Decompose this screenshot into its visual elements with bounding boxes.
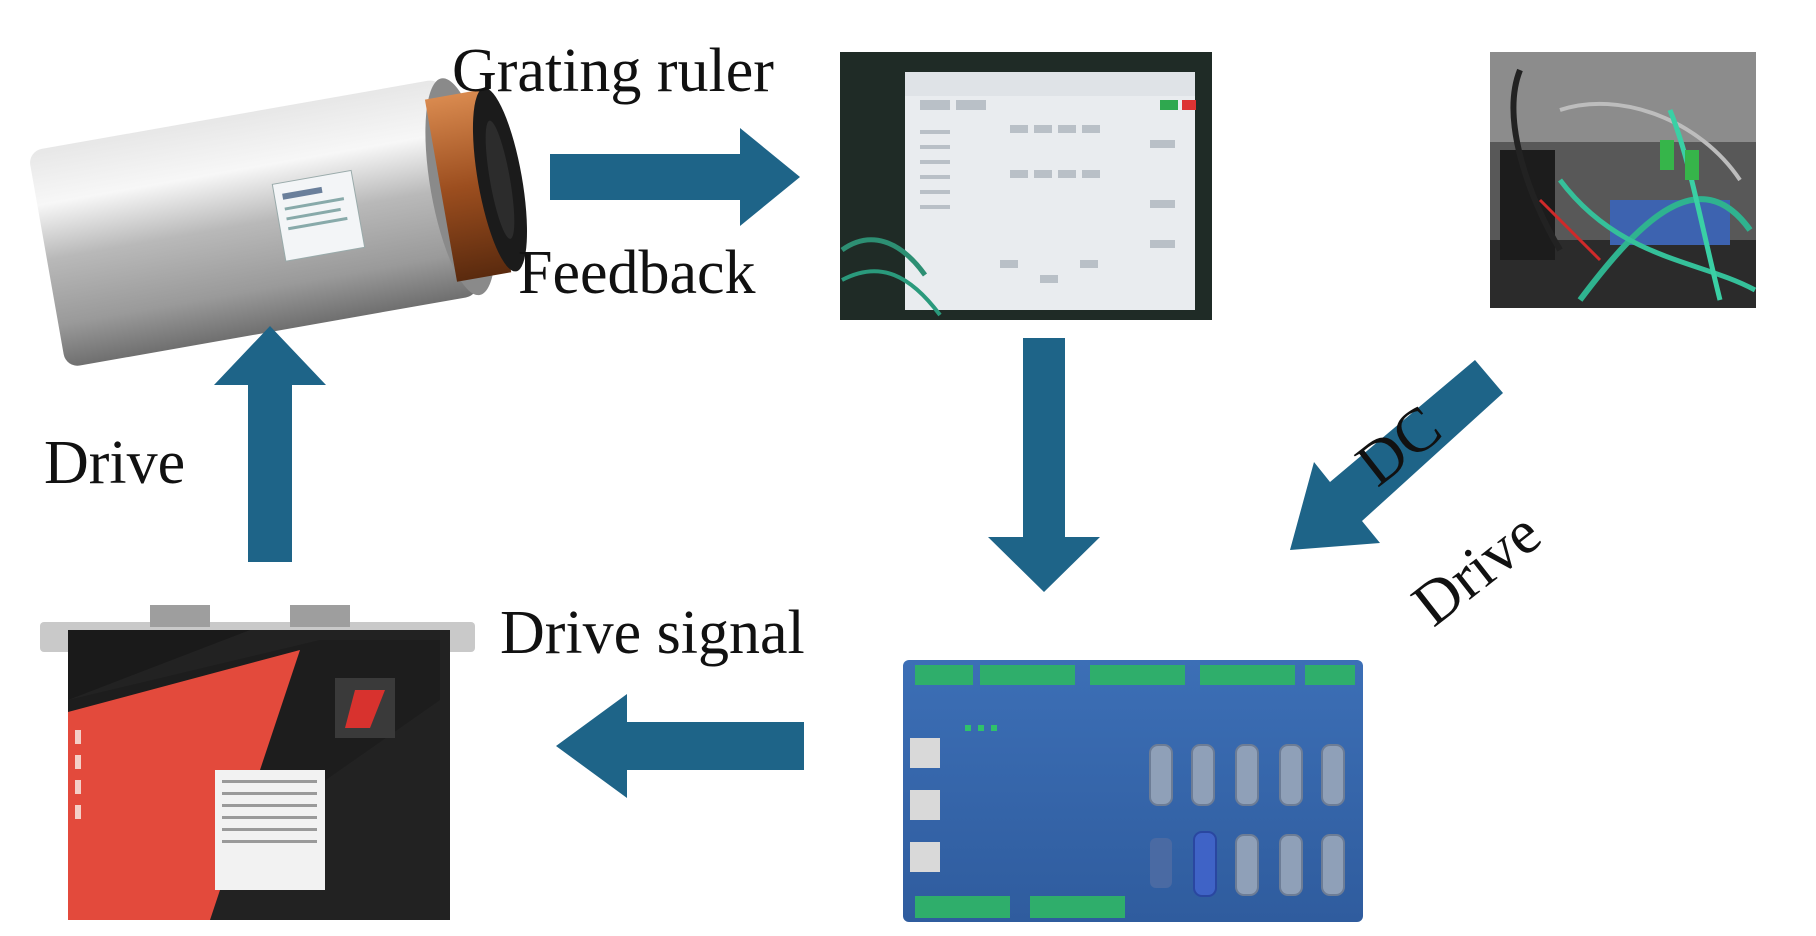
servo-driver-photo (40, 605, 475, 920)
power-wiring-photo (1490, 52, 1757, 308)
feedback-arrow (550, 128, 800, 226)
drive-signal-label: Drive signal (500, 599, 805, 667)
feedback-label: Feedback (518, 239, 756, 307)
motion-controller-photo (903, 660, 1363, 922)
control-monitor-photo (840, 52, 1212, 320)
dc-drive-arrow (1290, 360, 1503, 550)
drive-left-label: Drive (44, 429, 186, 497)
monitor-to-controller-arrow (988, 338, 1100, 592)
voice-coil-motor-photo (30, 78, 528, 366)
drive-signal-arrow (556, 694, 804, 798)
grating-ruler-label: Grating ruler (452, 37, 774, 105)
drive-up-arrow (214, 326, 326, 562)
